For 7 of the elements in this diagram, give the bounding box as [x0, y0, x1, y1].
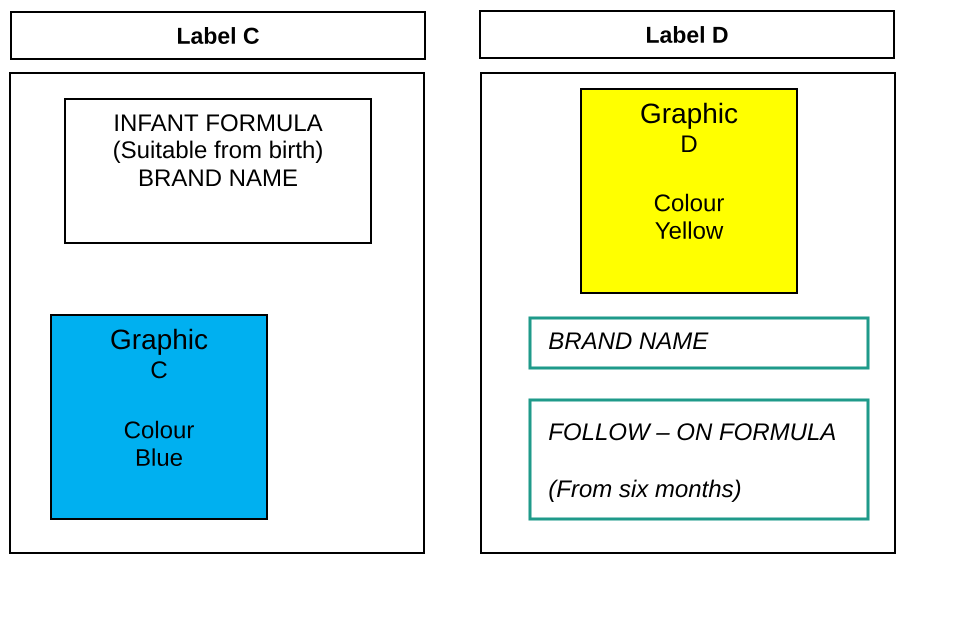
header-box: Label C: [10, 11, 426, 60]
graphic-box: Graphic C Colour Blue: [50, 314, 268, 520]
text-box: FOLLOW – ON FORMULA (From six months): [528, 398, 870, 520]
text-box: BRAND NAME: [528, 316, 870, 370]
text-box: INFANT FORMULA (Suitable from birth) BRAND NAME: [64, 98, 372, 244]
graphic-box: Graphic D Colour Yellow: [580, 88, 798, 294]
header-box: Label D: [479, 10, 895, 59]
